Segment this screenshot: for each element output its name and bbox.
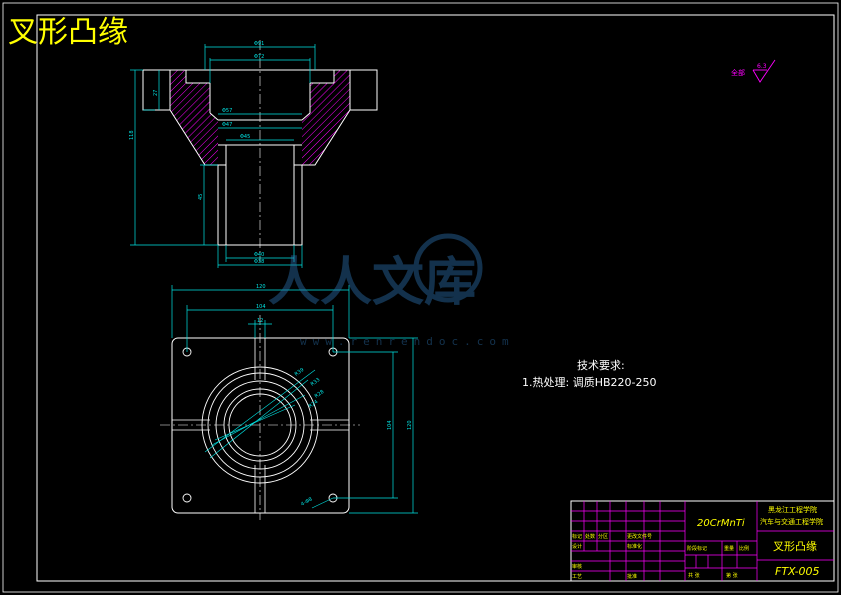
tb-scale: 比例	[739, 545, 749, 552]
tb-count: 处数	[585, 533, 595, 540]
tb-docno: 更改文件号	[627, 533, 652, 540]
dim-top-inner: Φ72	[254, 54, 264, 60]
tb-stage: 阶段标记	[687, 545, 707, 552]
top-view: 120 104 12 120 104 4-Φ8 R39 R33 R28 R24	[160, 284, 418, 520]
dim-top-slot: 12	[257, 318, 263, 324]
title-block: 20CrMnTi 黑龙江工程学院 汽车与交通工程学院 叉形凸缘 FTX-005 …	[570, 500, 835, 582]
watermark: 人人文库 www.renrendoc.com	[268, 233, 515, 348]
dim-radius-4: R24	[308, 399, 320, 410]
tb-school-line1: 黑龙江工程学院	[768, 505, 817, 514]
inner-border	[36, 14, 835, 582]
dim-bottom-2: Φ38	[254, 259, 264, 265]
dim-top-hole-span-v: 104	[387, 420, 393, 430]
dim-mid-1: Φ57	[222, 108, 232, 114]
watermark-url: www.renrendoc.com	[300, 335, 515, 348]
tech-requirements-heading: 技术要求:	[577, 359, 625, 372]
tb-sheets: 共 张	[688, 572, 700, 579]
tb-std: 标准化	[627, 543, 642, 550]
tb-check: 审核	[572, 563, 582, 570]
tb-drawing-no: FTX-005	[775, 565, 820, 578]
tb-sheet: 第 张	[726, 572, 738, 579]
tb-approve: 批准	[627, 573, 637, 580]
dim-height-lower: 45	[198, 194, 204, 200]
right-wall-hatch	[302, 70, 350, 165]
dim-mid-2: Φ47	[222, 122, 232, 128]
surface-finish-value: 6.3	[757, 63, 767, 70]
dim-radius-3: R28	[314, 389, 326, 400]
dim-bottom-1: Φ40	[254, 252, 264, 258]
front-section-view: Φ91 Φ72 Φ57 Φ47 Φ45 Φ40 Φ38 118 27 45	[129, 40, 378, 268]
tb-material: 20CrMnTi	[697, 518, 745, 529]
dim-height-flange: 27	[153, 90, 159, 96]
dim-height-total: 118	[129, 130, 135, 140]
drawing-title: 叉形凸缘	[8, 15, 128, 50]
dim-radius-2: R33	[310, 377, 322, 388]
surface-finish-symbol: 全部 6.3	[731, 59, 776, 83]
tb-part-name: 叉形凸缘	[773, 540, 817, 553]
dim-top-height: 120	[407, 420, 413, 430]
dim-top-hole-span: 104	[256, 304, 266, 310]
tb-process: 工艺	[572, 574, 582, 580]
tb-design: 设计	[572, 543, 582, 550]
watermark-brand: 人人文库	[268, 253, 476, 313]
dim-radius-1: R39	[294, 367, 306, 378]
dim-top-width: 120	[256, 284, 266, 290]
dim-mid-3: Φ45	[240, 134, 250, 140]
tb-school-line2: 汽车与交通工程学院	[760, 517, 823, 526]
surface-finish-label: 全部	[731, 68, 745, 77]
left-wall-hatch	[170, 70, 218, 165]
tb-mark: 标记	[572, 533, 582, 540]
tb-weight: 重量	[724, 545, 734, 552]
dim-hole-note: 4-Φ8	[300, 496, 313, 507]
tb-zone: 分区	[598, 533, 608, 540]
dim-top-outer: Φ91	[254, 41, 264, 47]
tech-requirements-line1: 1.热处理: 调质HB220-250	[522, 376, 656, 389]
